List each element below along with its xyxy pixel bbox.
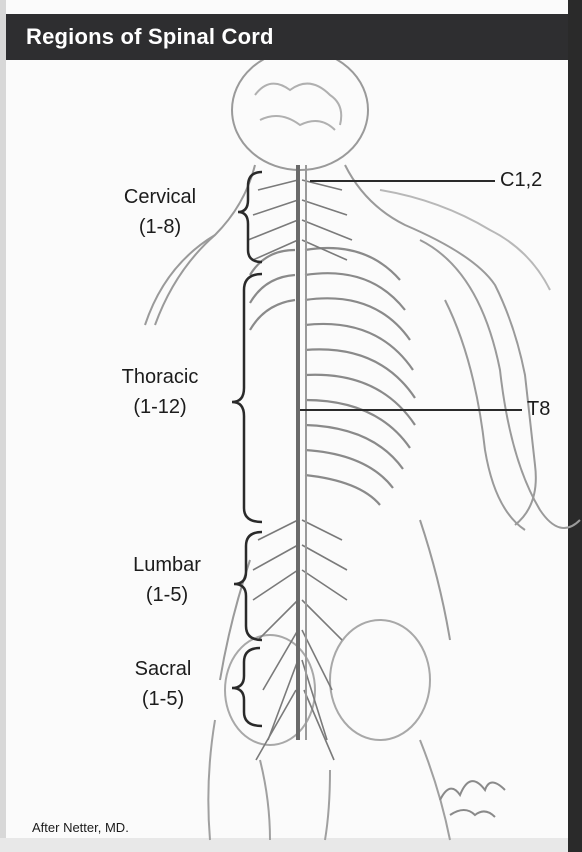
cervical-bracket <box>238 172 262 262</box>
thoracic-label: Thoracic (1-12) <box>95 362 225 422</box>
cervical-label: Cervical (1-8) <box>95 182 225 242</box>
left-arm <box>145 235 215 325</box>
right-arm <box>420 240 580 530</box>
lumbar-name: Lumbar <box>102 550 232 580</box>
sacral-bracket <box>232 648 262 726</box>
legs <box>208 720 450 840</box>
t8-callout: T8 <box>527 398 550 421</box>
thoracic-bracket <box>232 274 262 522</box>
lumbar-range: (1-5) <box>102 580 232 610</box>
cervical-range: (1-8) <box>95 212 225 242</box>
nerve-endings <box>440 781 505 817</box>
c12-callout: C1,2 <box>500 169 542 192</box>
head-outline <box>232 50 368 170</box>
cervical-name: Cervical <box>95 182 225 212</box>
lumbar-label: Lumbar (1-5) <box>102 550 232 610</box>
lumbar-bracket <box>234 532 262 640</box>
shoulder-right <box>380 190 550 290</box>
sacral-range: (1-5) <box>98 684 228 714</box>
sacral-name: Sacral <box>98 654 228 684</box>
thoracic-range: (1-12) <box>95 392 225 422</box>
pelvis-right <box>330 620 430 740</box>
diagram-title: Regions of Spinal Cord <box>26 24 274 50</box>
source-credit: After Netter, MD. <box>32 820 129 835</box>
ribs <box>250 248 415 505</box>
brain-folds <box>255 84 341 130</box>
sacral-label: Sacral (1-5) <box>98 654 228 714</box>
thoracic-name: Thoracic <box>95 362 225 392</box>
